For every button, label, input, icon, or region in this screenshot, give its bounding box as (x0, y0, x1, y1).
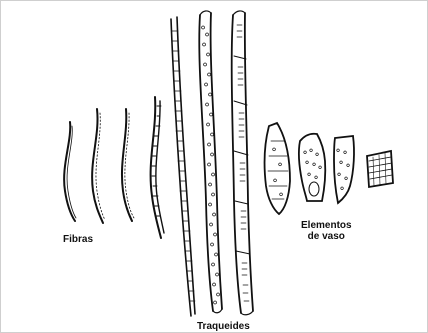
traqueides-label: Traqueides (197, 321, 250, 332)
traqueides-group (171, 11, 253, 316)
vaso-group (265, 123, 393, 214)
fiber-cell (64, 122, 75, 221)
fiber-cell (122, 109, 132, 221)
fibras-label: Fibras (63, 234, 93, 245)
vessel-element (265, 123, 290, 214)
elementos-label-line1: Elementos (301, 220, 352, 231)
fiber-cell (92, 109, 103, 223)
elementos-de-vaso-label: Elementos de vaso (301, 220, 352, 242)
fibras-group (64, 97, 164, 238)
tracheid-cell (232, 15, 241, 313)
vessel-element (334, 136, 354, 203)
elementos-label-line2: de vaso (301, 231, 352, 242)
tracheid-cell (171, 19, 191, 316)
